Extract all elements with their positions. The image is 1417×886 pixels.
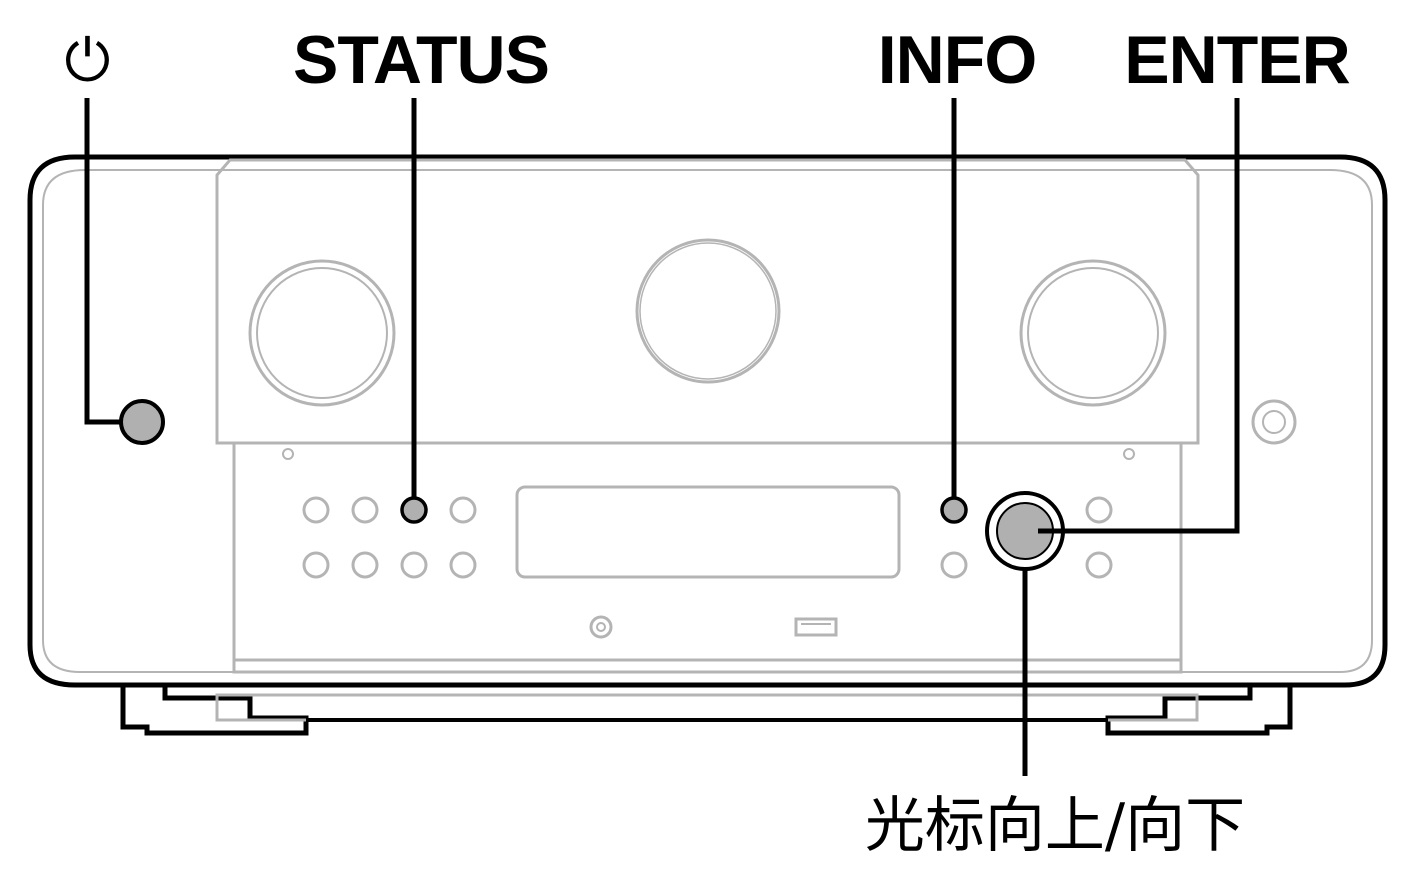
power-symbol-label: ⏻ — [64, 26, 111, 94]
usb-port — [794, 617, 838, 637]
leader-lines — [84, 98, 1240, 776]
info-label: INFO — [877, 22, 1037, 98]
left-foot — [120, 686, 309, 736]
upper-panel — [215, 158, 1200, 445]
status-button[interactable] — [400, 496, 428, 524]
left-knob — [248, 259, 396, 407]
right-knob — [1019, 259, 1167, 407]
power-button[interactable] — [119, 399, 165, 445]
right-button-top-right — [1085, 496, 1113, 524]
cursor-label: 光标向上/向下 — [864, 791, 1246, 861]
right-foot — [1105, 686, 1293, 736]
info-button[interactable] — [940, 496, 968, 524]
center-knob — [635, 238, 781, 384]
bottom-trim — [215, 693, 1199, 722]
right-button-bottom-right — [1085, 551, 1113, 579]
front-display — [515, 485, 901, 579]
headphone-jack — [1251, 399, 1297, 445]
enter-label: ENTER — [1124, 22, 1350, 98]
receiver-outer-body — [27, 154, 1388, 688]
lower-panel-lip — [232, 658, 1183, 674]
right-indicator-dot — [1123, 448, 1135, 460]
left-indicator-dot — [282, 448, 294, 460]
enter-leader — [1038, 98, 1240, 534]
left-button-grid — [302, 496, 477, 579]
setup-mic-jack — [589, 615, 613, 639]
status-label: STATUS — [293, 22, 550, 98]
right-button-bottom-left — [940, 551, 968, 579]
power-leader — [84, 98, 121, 425]
receiver-inner-body — [42, 169, 1373, 673]
